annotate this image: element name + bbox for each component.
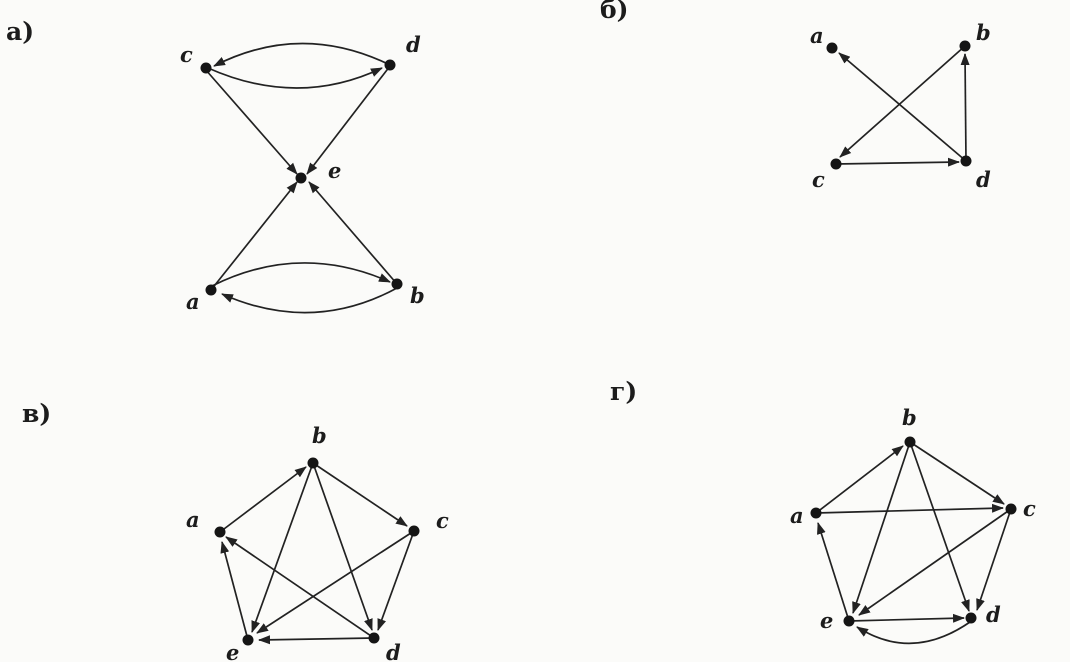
panel-a-edges: [204, 42, 398, 314]
edge-d-a: [225, 536, 375, 639]
label-b: b: [902, 405, 917, 430]
label-d: d: [406, 32, 421, 57]
node-d: [965, 612, 977, 624]
panel-v-label: в): [22, 399, 51, 428]
edge-d-c: [213, 42, 389, 67]
edge-d-e: [306, 65, 391, 175]
node-d: [960, 155, 972, 167]
edge-e-d: [848, 613, 965, 623]
edge-e-a: [817, 522, 850, 622]
panel-a-node-labels: c d e a b: [180, 32, 425, 314]
panel-g-edges: [815, 441, 1012, 645]
panel-g: г) a b c d e: [610, 377, 1036, 645]
node-b: [307, 457, 319, 469]
label-a: a: [186, 507, 200, 532]
label-c: c: [1023, 496, 1036, 521]
label-b: b: [976, 20, 991, 45]
edge-d-e: [258, 635, 375, 645]
panel-b-label: б): [600, 0, 629, 24]
panel-a: а) c d e a b: [6, 17, 425, 314]
node-b: [959, 40, 971, 52]
label-e: e: [226, 640, 239, 662]
label-c: c: [812, 167, 825, 192]
edge-c-e: [256, 530, 415, 634]
panel-v: в) a b c d e: [22, 399, 449, 662]
label-e: e: [820, 608, 833, 633]
panel-v-node-labels: a b c d e: [186, 423, 449, 662]
edge-b-c: [839, 45, 966, 158]
node-a: [214, 526, 226, 538]
edge-d-e: [856, 621, 971, 645]
panel-b-node-labels: a b c d: [810, 20, 991, 192]
panel-a-label: а): [6, 17, 34, 46]
edge-a-b: [211, 262, 391, 287]
label-e: e: [328, 158, 341, 183]
label-b: b: [410, 283, 425, 308]
label-c: c: [436, 508, 449, 533]
panel-b-nodes: [826, 40, 972, 170]
node-a: [826, 42, 838, 54]
edge-e-a: [220, 541, 249, 641]
edge-d-b: [960, 53, 970, 162]
node-e: [843, 615, 855, 627]
node-e: [295, 172, 307, 184]
edge-b-c: [312, 462, 408, 527]
label-b: b: [312, 423, 327, 448]
edge-b-d: [909, 441, 970, 612]
panel-b-edges: [835, 45, 970, 167]
edge-b-d: [312, 462, 373, 631]
label-a: a: [810, 23, 824, 48]
node-c: [1005, 503, 1017, 515]
node-c: [830, 158, 842, 170]
node-c: [200, 62, 212, 74]
label-a: a: [790, 503, 804, 528]
label-a: a: [186, 289, 200, 314]
edge-a-b: [219, 466, 307, 533]
edge-b-e: [308, 181, 398, 285]
edge-b-e: [852, 441, 911, 614]
edge-b-c: [909, 441, 1005, 505]
edge-b-a: [221, 287, 398, 314]
panel-a-nodes: [200, 59, 403, 296]
node-a: [205, 284, 217, 296]
panel-v-edges: [219, 462, 415, 645]
label-d: d: [986, 602, 1001, 627]
edge-d-a: [838, 52, 967, 162]
label-c: c: [180, 42, 193, 67]
label-d: d: [386, 640, 401, 662]
edge-a-c: [815, 503, 1004, 514]
node-d: [368, 632, 380, 644]
edge-c-d: [976, 508, 1012, 611]
node-a: [810, 507, 822, 519]
panel-g-nodes: [810, 436, 1017, 627]
edge-a-e: [210, 181, 298, 291]
node-d: [384, 59, 396, 71]
node-b: [391, 278, 403, 290]
panel-b: б) a b c d: [600, 0, 991, 192]
node-b: [904, 436, 916, 448]
edge-a-b: [815, 445, 904, 514]
edge-c-d: [207, 67, 383, 89]
edge-c-e: [858, 508, 1012, 616]
edge-b-e: [251, 462, 314, 633]
edge-c-d: [377, 530, 415, 631]
edge-c-e: [204, 68, 298, 175]
label-d: d: [976, 167, 991, 192]
panel-g-label: г): [610, 377, 637, 406]
panel-v-nodes: [214, 457, 420, 646]
panel-g-node-labels: a b c d e: [790, 405, 1036, 633]
node-e: [242, 634, 254, 646]
edge-c-d: [835, 157, 960, 167]
node-c: [408, 525, 420, 537]
